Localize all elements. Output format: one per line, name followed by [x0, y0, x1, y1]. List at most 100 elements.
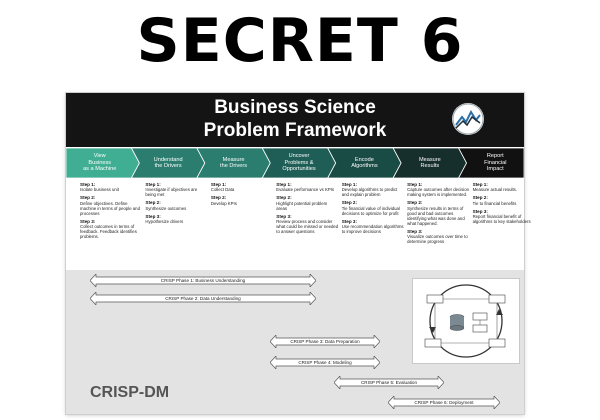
business-science-logo: [452, 103, 484, 135]
framework-title-line1: Business Science: [214, 97, 376, 118]
step-text: Measure actual results.: [472, 187, 517, 193]
step-title: Step 3:: [407, 228, 423, 234]
step-text: Tie to financial benefits: [472, 200, 517, 206]
step-text: Develop KPIs: [210, 200, 237, 206]
step-item: Step 1:Measure actual results.: [473, 182, 535, 192]
step-title: Step 1:: [407, 182, 423, 187]
step-text: Capture outcomes after decision making s…: [407, 187, 470, 198]
step-title: Step 1:: [472, 182, 488, 187]
step-title: Step 2:: [276, 195, 292, 201]
step-text: Report financial benefit of algorithms t…: [472, 214, 531, 225]
step-item: Step 2:Tie to financial benefits: [473, 195, 535, 205]
step-item: Step 3:Visualize outcomes over time to d…: [407, 229, 469, 244]
step-title: Step 2:: [145, 200, 161, 206]
stage-label-line: Uncover: [288, 153, 310, 160]
step-title: Step 3:: [145, 213, 161, 219]
step-text: Highlight potential problem areas: [276, 200, 328, 211]
step-text: Evaluate performance vs KPIs: [276, 187, 335, 193]
stage-label-line: Measure: [222, 156, 245, 163]
step-title: Step 3:: [80, 218, 96, 224]
stage-label-line: Encode: [354, 156, 374, 163]
step-text: Collect Data: [210, 187, 235, 193]
stage-column-6: Step 1:Capture outcomes after decision m…: [407, 182, 469, 247]
step-item: Step 3:Review process and consider what …: [276, 214, 338, 234]
step-text: Use recommendation algorithms to improve…: [341, 224, 404, 235]
step-title: Step 2:: [407, 200, 423, 206]
stage-label-line: Report: [486, 153, 504, 160]
crisp-phase-label: CRISP Phase 3: Data Preparation: [290, 339, 360, 344]
crisp-phase-2: CRISP Phase 2: Data Understanding: [90, 292, 316, 305]
step-text: Review process and consider what could b…: [276, 219, 339, 235]
step-item: Step 2:Define objectives. Define machine…: [80, 195, 142, 215]
stage-column-5: Step 1:Develop algorithms to predict and…: [342, 182, 404, 237]
step-item: Step 3:Use recommendation algorithms to …: [342, 219, 404, 234]
stage-label-line: View: [93, 153, 106, 160]
crisp-phase-5: CRISP Phase 5: Evaluation: [334, 376, 444, 389]
step-item: Step 2:Synthesize outcomes: [145, 200, 207, 210]
crisp-phase-label: CRISP Phase 6: Deployment: [414, 400, 474, 405]
step-text: Develop algorithms to predict and explai…: [341, 187, 398, 198]
stage-label-line: Business: [88, 159, 112, 166]
crisp-phase-label: CRISP Phase 2: Data Understanding: [165, 296, 241, 301]
step-text: Define objectives. Define machine in ter…: [80, 200, 140, 216]
stage-label-line: Problems &: [284, 159, 314, 166]
stage-arrow-2: [130, 148, 206, 178]
step-item: Step 3:Collect outcomes in terms of feed…: [80, 219, 142, 239]
step-text: Synthesize results in terms of good and …: [407, 205, 465, 226]
stage-label-line: as a Machine: [83, 166, 117, 173]
crisp-phase-label: CRISP Phase 5: Evaluation: [360, 380, 418, 385]
step-title: Step 1:: [80, 182, 96, 187]
step-title: Step 1:: [210, 182, 227, 187]
stage-column-2: Step 1:Investigate if objectives are bei…: [145, 182, 207, 227]
stage-label-line: Impact: [486, 166, 504, 173]
step-text: Visualize outcomes over time to determin…: [407, 234, 468, 245]
stage-label-line: Algorithms: [351, 163, 378, 169]
stage-label-line: Measure: [418, 156, 441, 163]
stage-label-line: Understand: [153, 156, 183, 163]
stage-arrow-3: [196, 148, 271, 178]
page-title: SECRET 6: [136, 6, 464, 76]
step-text: Isolate business unit: [80, 187, 119, 193]
step-item: Step 3:Hypothesize drivers: [145, 214, 207, 224]
step-item: Step 2:Tie financial value of individual…: [342, 200, 404, 215]
step-item: Step 1:Evaluate performance vs KPIs: [276, 182, 338, 192]
step-title: Step 1:: [341, 182, 358, 187]
stage-label-line: Financial: [484, 159, 507, 166]
step-title: Step 2:: [210, 195, 227, 201]
crisp-dm-label: CRISP-DM: [90, 384, 170, 401]
stage-label-line: Opportunities: [282, 166, 316, 173]
step-title: Step 2:: [80, 195, 96, 201]
step-title: Step 3:: [472, 208, 488, 214]
stage-label-line: the Drivers: [154, 163, 182, 169]
stage-arrow-7: [458, 148, 524, 178]
stage-label-line: the Drivers: [220, 163, 248, 169]
step-text: Synthesize outcomes: [145, 205, 187, 211]
crisp-phase-label: CRISP Phase 1: Business Understanding: [160, 278, 246, 283]
step-item: Step 2:Highlight potential problem areas: [276, 195, 338, 210]
stage-column-7: Step 1:Measure actual results. Step 2:Tie…: [473, 182, 535, 227]
step-item: Step 2:Synthesize results in terms of go…: [407, 200, 469, 225]
step-title: Step 1:: [276, 182, 292, 187]
step-item: Step 1:Develop algorithms to predict and…: [342, 182, 404, 197]
stage-arrow-5: [327, 148, 402, 178]
stage-arrow-4: [261, 148, 337, 178]
step-item: Step 1:Isolate business unit: [80, 182, 142, 192]
crisp-dm-cycle-diagram: [412, 278, 520, 364]
step-text: Investigate if objectives are being met: [145, 187, 198, 198]
stage-arrow-6: [392, 148, 468, 178]
crisp-phase-3: CRISP Phase 3: Data Preparation: [270, 335, 380, 348]
